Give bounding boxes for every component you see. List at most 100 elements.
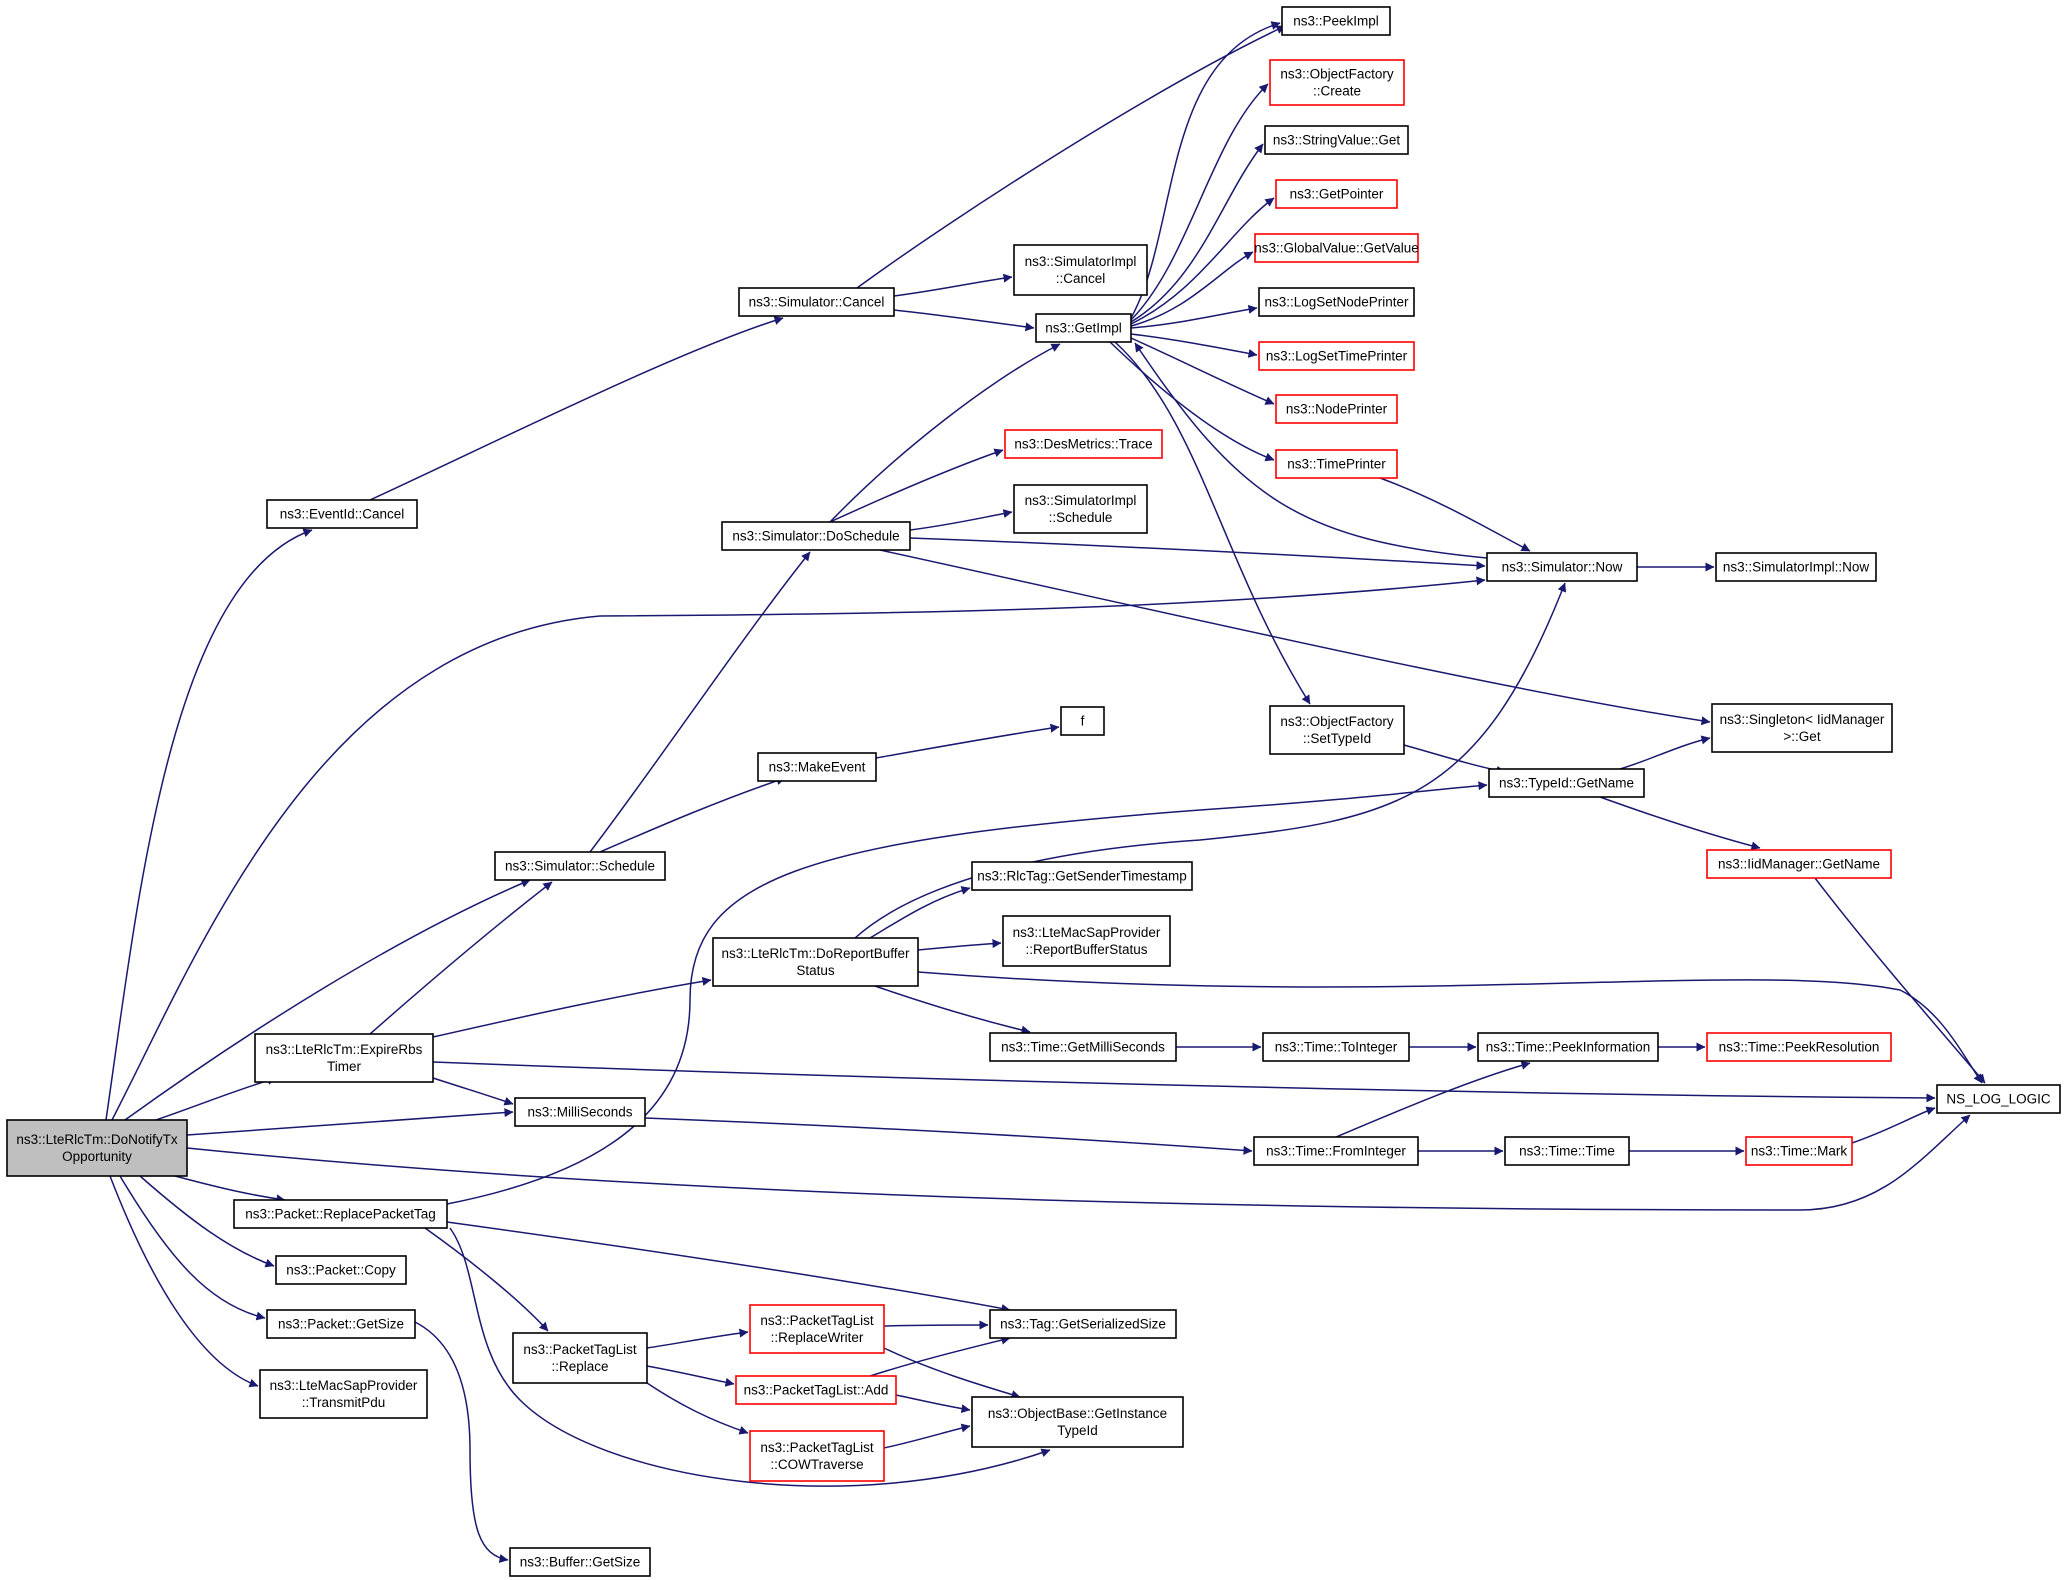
edge-ptlreplace-to-cow	[646, 1382, 749, 1435]
node-bufsize[interactable]: ns3::Buffer::GetSize	[509, 1547, 651, 1577]
node-stringget[interactable]: ns3::StringValue::Get	[1264, 125, 1409, 155]
node-ms[interactable]: ns3::MilliSeconds	[514, 1097, 646, 1127]
node-label: ns3::Time::Mark	[1751, 1144, 1848, 1159]
node-eventcancel[interactable]: ns3::EventId::Cancel	[266, 499, 418, 529]
node-label: ::COWTraverse	[770, 1457, 863, 1472]
edge-replacetag-to-ptlreplace	[424, 1227, 549, 1332]
edge-simnow-to-getimpl	[1134, 342, 1488, 559]
node-replacetag[interactable]: ns3::Packet::ReplacePacketTag	[233, 1199, 448, 1229]
node-getms[interactable]: ns3::Time::GetMilliSeconds	[989, 1032, 1177, 1062]
node-label: ns3::Singleton< IidManager	[1720, 712, 1885, 727]
node-typeidgetname[interactable]: ns3::TypeId::GetName	[1488, 768, 1645, 798]
edge-ofsettypeid-to-typeidgetname	[1403, 744, 1506, 775]
edge-root-to-replacetag	[174, 1175, 286, 1204]
node-reportbuf[interactable]: ns3::LteMacSapProvider::ReportBufferStat…	[1002, 915, 1171, 967]
edge-getimpl-to-stringget	[1130, 143, 1264, 323]
node-box	[749, 1304, 885, 1354]
node-box	[1936, 1084, 2061, 1114]
node-box	[1275, 449, 1398, 479]
edge-getsize-to-bufsize	[414, 1321, 509, 1563]
node-rlctag[interactable]: ns3::RlcTag::GetSenderTimestamp	[971, 861, 1193, 891]
edge-root-to-simschedule	[124, 879, 531, 1121]
node-ptlreplace[interactable]: ns3::PacketTagList::Replace	[512, 1332, 648, 1384]
node-peekres[interactable]: ns3::Time::PeekResolution	[1706, 1032, 1892, 1062]
node-box	[1002, 915, 1171, 967]
edge-getimpl-to-timeprinter	[1109, 341, 1275, 462]
node-logtime[interactable]: ns3::LogSetTimePrinter	[1258, 341, 1415, 371]
edge-timemark-to-nslog	[1851, 1106, 1936, 1144]
node-label: ns3::LogSetTimePrinter	[1266, 349, 1408, 364]
node-destrace[interactable]: ns3::DesMetrics::Trace	[1004, 429, 1163, 459]
node-doschedule[interactable]: ns3::Simulator::DoSchedule	[721, 521, 911, 551]
edge-root-to-ms	[186, 1108, 514, 1136]
node-simschedule[interactable]: ns3::Simulator::Schedule	[494, 851, 666, 881]
node-label: ::Replace	[551, 1359, 608, 1374]
node-timemark[interactable]: ns3::Time::Mark	[1745, 1136, 1853, 1166]
node-label: TypeId	[1057, 1423, 1098, 1438]
node-simimplnow[interactable]: ns3::SimulatorImpl::Now	[1715, 552, 1877, 582]
node-tointeger[interactable]: ns3::Time::ToInteger	[1262, 1032, 1410, 1062]
node-iidgetname[interactable]: ns3::IidManager::GetName	[1706, 849, 1892, 879]
edge-simschedule-to-makeevent	[599, 776, 786, 853]
node-singleton[interactable]: ns3::Singleton< IidManager >::Get	[1711, 703, 1893, 753]
node-ptlrw[interactable]: ns3::PacketTagList::ReplaceWriter	[749, 1304, 885, 1354]
edge-expire-to-ms	[432, 1077, 514, 1106]
node-getsize[interactable]: ns3::Packet::GetSize	[266, 1309, 416, 1339]
node-label: ns3::PacketTagList	[760, 1440, 874, 1455]
node-ofsettypeid[interactable]: ns3::ObjectFactory::SetTypeId	[1269, 705, 1405, 755]
node-timetime[interactable]: ns3::Time::Time	[1504, 1136, 1630, 1166]
edge-doreport-to-nslog	[917, 971, 1983, 1084]
node-box	[735, 1375, 897, 1405]
node-peekimpl[interactable]: ns3::PeekImpl	[1281, 6, 1391, 36]
node-simcancel[interactable]: ns3::Simulator::Cancel	[738, 287, 895, 317]
node-lognode[interactable]: ns3::LogSetNodePrinter	[1258, 287, 1415, 317]
node-frominteger[interactable]: ns3::Time::FromInteger	[1253, 1136, 1419, 1166]
node-getpointer[interactable]: ns3::GetPointer	[1275, 179, 1398, 209]
node-simimplsched[interactable]: ns3::SimulatorImpl::Schedule	[1013, 484, 1148, 534]
node-transmit[interactable]: ns3::LteMacSapProvider::TransmitPdu	[259, 1369, 428, 1419]
node-label: ns3::ObjectFactory	[1280, 67, 1394, 82]
node-label: ::Create	[1313, 84, 1361, 99]
node-f[interactable]: f	[1060, 706, 1105, 736]
edge-root-to-simnow	[111, 576, 1486, 1121]
node-gvgetvalue[interactable]: ns3::GlobalValue::GetValue	[1254, 233, 1419, 263]
edge-typeidgetname-to-singleton	[1619, 735, 1711, 770]
node-peekinfo[interactable]: ns3::Time::PeekInformation	[1477, 1032, 1659, 1062]
node-simimplcancel[interactable]: ns3::SimulatorImpl::Cancel	[1013, 244, 1148, 296]
node-cow[interactable]: ns3::PacketTagList::COWTraverse	[749, 1430, 885, 1482]
node-nodeprinter[interactable]: ns3::NodePrinter	[1275, 394, 1398, 424]
node-label: Timer	[327, 1059, 361, 1074]
node-box	[509, 1547, 651, 1577]
node-label: ns3::PacketTagList	[523, 1342, 637, 1357]
node-box	[1477, 1032, 1659, 1062]
edge-expire-to-nslog	[432, 1061, 1936, 1103]
node-box	[514, 1097, 646, 1127]
edge-doschedule-to-getimpl	[829, 343, 1061, 523]
node-box	[1269, 705, 1405, 755]
node-copy[interactable]: ns3::Packet::Copy	[275, 1255, 407, 1285]
edge-ptlrw-to-objbase	[883, 1347, 1021, 1399]
node-nslog[interactable]: NS_LOG_LOGIC	[1936, 1084, 2061, 1114]
node-makeevent[interactable]: ns3::MakeEvent	[757, 752, 877, 782]
node-timeprinter[interactable]: ns3::TimePrinter	[1275, 449, 1398, 479]
node-label: ns3::Tag::GetSerializedSize	[1000, 1317, 1166, 1332]
node-simnow[interactable]: ns3::Simulator::Now	[1486, 552, 1638, 582]
node-ptladd[interactable]: ns3::PacketTagList::Add	[735, 1375, 897, 1405]
node-label: ns3::EventId::Cancel	[280, 507, 405, 522]
node-label: ns3::Time::GetMilliSeconds	[1001, 1040, 1165, 1055]
node-getimpl[interactable]: ns3::GetImpl	[1035, 313, 1132, 343]
node-ofcreate[interactable]: ns3::ObjectFactory::Create	[1269, 59, 1405, 106]
node-label: NS_LOG_LOGIC	[1946, 1092, 2051, 1107]
node-taggetsize[interactable]: ns3::Tag::GetSerializedSize	[989, 1309, 1177, 1339]
node-label: ns3::Time::PeekResolution	[1719, 1040, 1880, 1055]
node-box	[1745, 1136, 1853, 1166]
edge-getimpl-to-nodeprinter	[1130, 337, 1275, 405]
edge-simcancel-to-simimplcancel	[893, 273, 1013, 297]
node-label: ns3::SimulatorImpl	[1025, 493, 1137, 508]
node-box	[1004, 429, 1163, 459]
node-box	[254, 1033, 434, 1083]
